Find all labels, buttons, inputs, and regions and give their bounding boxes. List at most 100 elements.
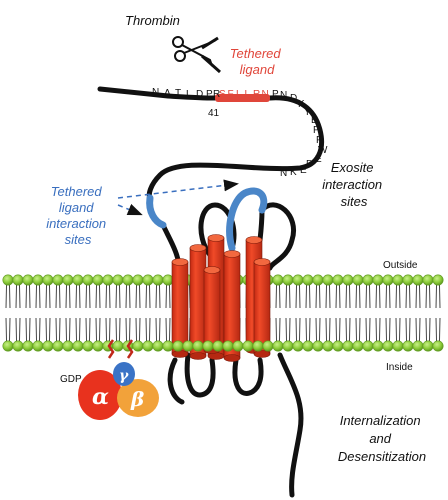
n-terminal-tail [97, 86, 218, 101]
residue-n: R [213, 89, 220, 100]
ligand-sites-line-2: ligand [59, 200, 94, 215]
lipid-head-inner [372, 340, 384, 352]
lipid-head-outer [82, 274, 94, 286]
lipid-tail-outer [115, 283, 121, 309]
residue-c: E [311, 115, 318, 126]
residue-n: A [164, 88, 171, 99]
lipid-tail-outer [425, 283, 431, 309]
lipid-tail-inner [15, 317, 21, 343]
g-beta-label: β [130, 387, 144, 411]
lipid-head-inner [282, 340, 294, 352]
icl2 [232, 357, 264, 396]
lipid-head-inner [72, 340, 84, 352]
g-alpha-label: α [92, 384, 109, 410]
g-protein: α β γ GDP [60, 339, 159, 420]
residue-ligand: L [236, 89, 242, 100]
ecl3 [259, 202, 296, 271]
lipid-tail-inner [285, 317, 291, 343]
lipid-tail-outer [25, 283, 31, 309]
lipid-anchor-alpha [107, 339, 115, 359]
lipid-head-outer [52, 274, 64, 286]
exosite-line-3: sites [341, 194, 368, 209]
tethered-ligand-label: Tethered ligand [230, 46, 284, 77]
lipid-anchor-gamma [126, 339, 134, 359]
residue-ligand: R [253, 89, 260, 100]
lipid-tail-outer [385, 283, 391, 309]
ecl1 [198, 202, 237, 258]
tethered-ligand-line-2: ligand [240, 62, 275, 77]
lipid-head-outer [322, 274, 334, 286]
lipid-head-outer [352, 274, 364, 286]
lipid-tail-inner [105, 317, 111, 343]
ligand-site-right [226, 187, 268, 252]
lipid-head-outer [382, 274, 394, 286]
lipid-head-outer [2, 274, 14, 286]
lipid-head-inner [142, 340, 154, 352]
lipid-tail-inner [435, 317, 441, 343]
lipid-head-outer [302, 274, 314, 286]
lipid-head-inner [262, 340, 274, 352]
helix-2 [189, 244, 207, 360]
lipid-head-inner [302, 340, 314, 352]
lipid-head-outer [332, 274, 344, 286]
exosite-line-1: Exosite [331, 160, 374, 175]
lipid-tail-inner [165, 317, 171, 343]
lipid-head-inner [2, 340, 14, 352]
lipid-tail-inner [395, 317, 401, 343]
thrombin-scissors-icon [172, 36, 221, 74]
lipid-head-outer [372, 274, 384, 286]
g-beta-subunit [117, 379, 159, 417]
residue-c: N [280, 168, 287, 179]
thrombin-label: Thrombin [125, 13, 180, 28]
lipid-head-outer [162, 274, 174, 286]
lipid-head-inner [332, 340, 344, 352]
lipid-head-inner [292, 340, 304, 352]
lipid-head-outer [342, 274, 354, 286]
lipid-tail-outer [135, 283, 141, 309]
internalization-line-2: and [369, 431, 391, 446]
residue-c: P [313, 125, 320, 136]
lipid-tail-outer [75, 283, 81, 309]
lipid-head-outer [12, 274, 24, 286]
helix-7 [203, 266, 221, 354]
lipid-head-inner [132, 340, 144, 352]
lipid-tail-inner [335, 317, 341, 343]
arrow-to-left-site [117, 203, 143, 216]
residue-c: K [298, 99, 305, 110]
lipid-tail-outer [165, 283, 171, 309]
lipid-head-inner [182, 340, 194, 352]
tethered-ligand-interaction-sites [146, 187, 268, 252]
lipid-head-inner [92, 340, 104, 352]
residue-n: D [196, 89, 203, 100]
residue-c: E [300, 165, 307, 176]
lipid-tail-outer [95, 283, 101, 309]
icl3 [167, 357, 185, 405]
lipid-tail-inner [75, 317, 81, 343]
lipid-head-outer [432, 274, 444, 286]
helix-1 [171, 258, 189, 358]
lipid-tail-inner [55, 317, 61, 343]
lipid-head-outer [392, 274, 404, 286]
lipid-tail-inner [65, 317, 71, 343]
lipid-head-inner [162, 340, 174, 352]
lipid-head-outer [422, 274, 434, 286]
lipid-head-outer [272, 274, 284, 286]
lipid-head-inner [362, 340, 374, 352]
tethered-ligand-sites-label: Tethered ligand interaction sites [46, 184, 110, 247]
lipid-tail-outer [275, 283, 281, 309]
lipid-head-outer [132, 274, 144, 286]
residue-c: K [290, 167, 297, 178]
receptor-loops [97, 86, 325, 498]
lipid-tail-outer [365, 283, 371, 309]
lipid-head-inner [82, 340, 94, 352]
lipid-head-outer [32, 274, 44, 286]
lipid-tail-inner [375, 317, 381, 343]
residue-c: W [318, 145, 328, 156]
lipid-tail-outer [105, 283, 111, 309]
lipid-tail-inner [85, 317, 91, 343]
lipid-tail-outer [435, 283, 441, 309]
lipid-tail-outer [65, 283, 71, 309]
lipid-tail-inner [125, 317, 131, 343]
lipid-head-inner [22, 340, 34, 352]
